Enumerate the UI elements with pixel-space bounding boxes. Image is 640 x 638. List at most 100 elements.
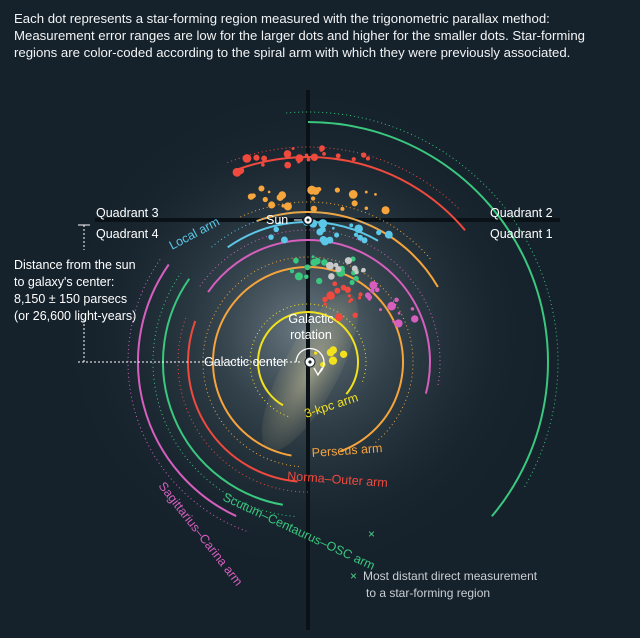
region-dot <box>261 163 265 167</box>
region-dot <box>284 161 292 169</box>
region-dot <box>334 313 343 322</box>
arm-3kpc <box>257 311 359 407</box>
region-dot <box>387 233 391 237</box>
arm-perseus-outer-guide <box>240 201 431 260</box>
region-dot <box>349 223 354 228</box>
region-dot <box>310 258 318 267</box>
arm-osc <box>307 121 549 517</box>
region-dot <box>310 205 318 213</box>
region-dot <box>367 297 372 301</box>
region-dot <box>242 154 252 163</box>
region-dot <box>314 351 318 355</box>
region-dot <box>340 206 345 211</box>
region-dot <box>411 315 419 323</box>
region-dot <box>344 257 352 265</box>
region-dot <box>394 319 403 328</box>
region-dot <box>351 200 358 207</box>
region-dot <box>321 259 328 266</box>
legend-text-1: Most distant direct measurement <box>363 569 538 583</box>
region-dot <box>410 307 415 311</box>
region-dot <box>348 190 358 199</box>
legend-line-1: ×Most distant direct measurement <box>350 568 537 585</box>
region-dot <box>268 201 276 209</box>
region-dot <box>319 236 327 244</box>
region-dot <box>268 234 274 240</box>
region-dot <box>358 292 363 297</box>
region-dot <box>267 190 271 194</box>
region-dot <box>353 232 359 237</box>
region-dot <box>335 153 341 159</box>
region-dot <box>353 275 359 282</box>
region-dot <box>304 274 309 279</box>
region-dot <box>349 298 354 302</box>
arm-norma-guide <box>177 317 309 493</box>
region-dot <box>239 169 244 174</box>
region-dot <box>392 320 395 323</box>
region-dot <box>369 288 375 294</box>
arm-label-perseus: Perseus arm <box>311 441 383 460</box>
region-dot <box>306 157 311 162</box>
region-dot <box>365 156 371 161</box>
region-dot <box>333 262 339 268</box>
region-dot <box>261 155 268 162</box>
region-dot <box>322 296 328 303</box>
region-dot <box>318 219 328 228</box>
sun-marker-inner <box>306 218 310 222</box>
region-dot <box>344 286 351 293</box>
region-dot <box>316 277 323 285</box>
rotation-arrowhead-icon <box>313 367 323 377</box>
region-dot <box>357 296 362 300</box>
region-dot <box>361 267 366 273</box>
quadrant-2-label: Quadrant 2 <box>490 206 553 220</box>
region-dot <box>310 196 316 201</box>
region-dot <box>369 281 378 290</box>
region-dot <box>374 192 377 196</box>
region-dot <box>387 301 396 311</box>
region-dot <box>294 260 298 264</box>
region-dot <box>351 265 358 272</box>
distance-note-line-4: (or 26,600 light-years) <box>14 309 137 323</box>
galactic-center-label: Galactic center <box>204 355 288 369</box>
arm-scutum <box>162 278 283 506</box>
region-dot <box>315 187 321 192</box>
legend: ×Most distant direct measurement to a st… <box>350 568 537 602</box>
distance-note-line-2: to galaxy's center: <box>14 275 115 289</box>
region-dot <box>320 361 326 368</box>
region-dot <box>291 147 295 150</box>
region-dot <box>334 287 341 294</box>
galactic-rotation-label-1: Galactic <box>288 312 334 326</box>
region-dot <box>349 280 355 286</box>
arm-3kpc-guide <box>249 303 367 417</box>
region-dot <box>247 193 255 200</box>
arm-scutum-guide <box>152 272 295 517</box>
region-dot <box>397 311 401 315</box>
region-dot <box>329 346 338 354</box>
arm-osc-guide <box>286 111 559 488</box>
region-dot <box>281 236 288 244</box>
region-dot <box>258 185 265 192</box>
region-dot <box>295 154 304 163</box>
arm-sagittarius-guide <box>127 258 247 532</box>
region-dot <box>394 297 399 303</box>
region-dot <box>304 265 308 269</box>
region-dot <box>283 150 292 158</box>
region-dot <box>278 221 282 226</box>
region-dot <box>364 292 371 299</box>
region-dot <box>351 157 356 162</box>
arm-carina <box>207 239 431 394</box>
caption: Each dot represents a star-forming regio… <box>14 11 585 60</box>
region-dot <box>374 287 380 293</box>
region-dot <box>334 232 340 238</box>
region-dot <box>253 154 260 161</box>
quadrant-3-label: Quadrant 3 <box>96 206 159 220</box>
arm-norma <box>187 320 298 483</box>
region-dot <box>328 356 338 365</box>
distance-note-line-1: Distance from the sun <box>14 258 136 272</box>
region-dot <box>311 255 315 259</box>
legend-text-2: to a star-forming region <box>366 586 491 600</box>
region-dot <box>326 291 335 300</box>
region-dot <box>334 187 340 193</box>
arm-outer <box>237 156 466 231</box>
arm-perseus <box>212 266 404 457</box>
